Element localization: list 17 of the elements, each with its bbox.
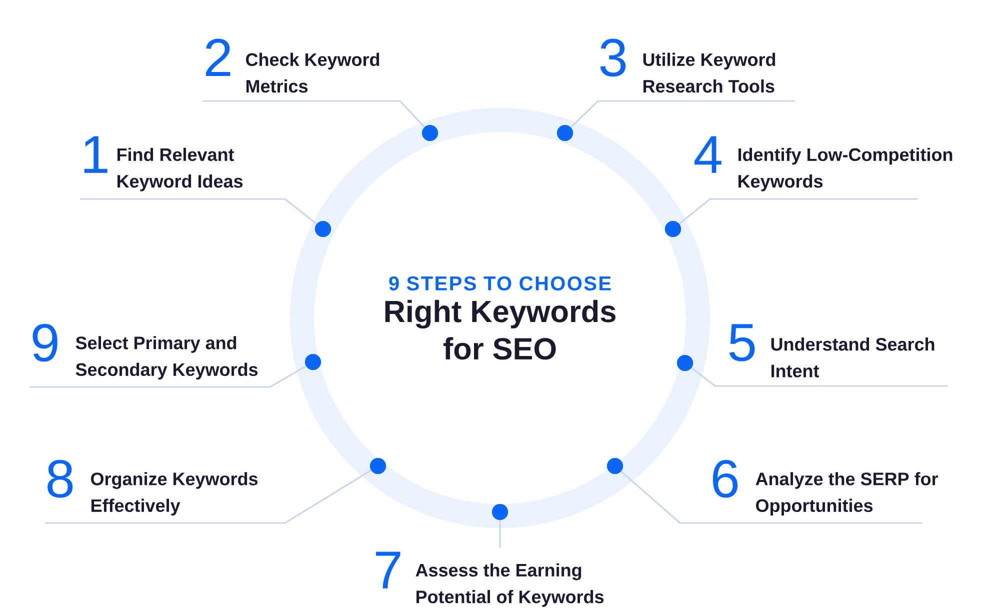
leader-line xyxy=(691,367,948,387)
leader-line xyxy=(620,470,922,524)
leader-line xyxy=(30,365,306,388)
leader-line xyxy=(80,198,318,224)
leader-line xyxy=(499,520,501,548)
step-label: 7 Assess the Earning Potential of Keywords xyxy=(376,552,604,607)
step-label: 3 Utilize Keyword Research Tools xyxy=(600,38,776,93)
step-label: 5 Understand Search Intent xyxy=(729,324,934,378)
step-label: 6 Analyze the SERP for Opportunities xyxy=(712,460,938,516)
leader-line xyxy=(45,470,372,524)
step-label: 8 Organize Keywords Effectively xyxy=(48,460,258,516)
step-label: 9 Select Primary and Secondary Keywords xyxy=(32,324,258,380)
step-label: 2 Check Keyword Metrics xyxy=(206,38,380,93)
leader-line xyxy=(570,100,795,128)
step-label: 1 Find Relevant Keyword Ideas xyxy=(84,136,243,192)
leader-line xyxy=(203,100,425,128)
leader-line xyxy=(678,198,918,224)
